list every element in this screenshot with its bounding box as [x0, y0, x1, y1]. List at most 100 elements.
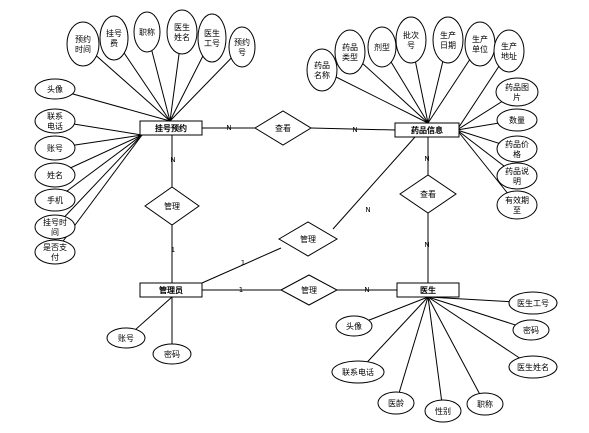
attribute-label-drug_info-4: 生产日期 [440, 30, 456, 50]
attribute-registration-0 [66, 21, 100, 67]
attribute-drug_info-0 [306, 48, 338, 92]
attribute-label-drug_info-9: 药品价格 [505, 139, 529, 159]
attribute-label-drug_info-11: 有效期至 [505, 195, 529, 215]
attribute-drug_info-11 [496, 190, 538, 220]
cardinality-reg-drug-left: N [226, 124, 231, 132]
attribute-drug_info-10 [496, 162, 538, 190]
attribute-registration-5 [228, 26, 256, 68]
attribute-label-registration-2: 职称 [139, 27, 155, 37]
cardinality-reg-admin-top: N [170, 156, 175, 164]
relationship-manage-drug [278, 221, 338, 257]
attribute-doctor-1 [331, 360, 385, 384]
attribute-admin-0 [106, 327, 146, 349]
attribute-doctor-3 [424, 399, 462, 423]
attribute-label-admin-1: 密码 [164, 349, 180, 359]
attribute-label-drug_info-2: 剂型 [374, 42, 390, 52]
attribute-label-registration-9: 姓名 [47, 170, 63, 180]
cardinality-doctor-drug-top: N [424, 155, 429, 163]
attribute-registration-11 [34, 214, 76, 240]
attribute-label-drug_info-0: 药品名称 [314, 60, 330, 80]
attribute-label-drug_info-1: 药品类型 [342, 42, 358, 62]
entity-doctor [396, 282, 460, 298]
attribute-label-registration-3: 医生姓名 [174, 22, 190, 42]
relationship-view-drug-label: 查看 [275, 123, 291, 133]
attribute-drug_info-2 [367, 26, 397, 68]
entity-admin-label: 管理员 [159, 285, 183, 295]
attribute-label-drug_info-6: 生产地址 [501, 41, 517, 61]
edge-registration-attr-10 [54, 134, 143, 201]
edge-doctor-attr-2 [395, 296, 429, 404]
attribute-label-doctor-1: 联系电话 [342, 367, 374, 377]
edge-doctor-attr-5 [427, 296, 534, 368]
cardinality-reg-drug-right: N [352, 126, 357, 134]
attribute-label-drug_info-7: 药品图片 [505, 82, 529, 102]
edge-doctor-attr-6 [427, 296, 532, 331]
attribute-doctor-2 [377, 391, 415, 415]
connector-lines [54, 31, 534, 412]
diagram-nodes: 预约时间挂号费职称医生姓名医生工号预约号头像联系电话账号姓名手机挂号时间是否支付… [34, 9, 558, 423]
attribute-registration-8 [34, 135, 76, 161]
relationship-manage-doctor [279, 274, 339, 306]
attribute-label-doctor-3: 性别 [435, 406, 451, 416]
edge-drug_info-attr-0 [321, 69, 429, 124]
entity-drug-info-label: 药品信息 [411, 125, 443, 135]
attribute-registration-1 [99, 15, 129, 61]
attribute-label-admin-0: 账号 [118, 334, 134, 343]
edge-manage3-to-drug [332, 136, 416, 230]
entity-doctor-label: 医生 [420, 285, 436, 295]
entity-registration-label: 挂号预约 [155, 123, 187, 133]
relationship-manage-drug-label: 管理 [300, 234, 316, 244]
relationship-manage-registration [144, 186, 200, 226]
attribute-label-registration-7: 联系电话 [47, 111, 63, 131]
edge-doctor-attr-3 [427, 296, 444, 412]
cardinality-admin-doctor-right: N [364, 286, 369, 294]
attribute-label-registration-12: 是否支付 [43, 242, 67, 262]
attribute-registration-12 [34, 239, 76, 265]
attribute-registration-6 [34, 78, 76, 100]
attribute-registration-10 [34, 188, 76, 212]
attribute-label-doctor-0: 头像 [346, 321, 362, 331]
edge-registration-attr-5 [169, 46, 243, 122]
attribute-doctor-6 [512, 319, 550, 341]
attribute-drug_info-9 [496, 135, 538, 163]
attribute-registration-7 [34, 108, 76, 134]
cardinality-admin-doctor-left: 1 [239, 286, 243, 294]
attribute-label-doctor-2: 医龄 [388, 398, 404, 408]
cardinality-doctor-drug-bottom: N [424, 241, 429, 249]
cardinality-reg-admin-bottom: 1 [171, 246, 175, 254]
attribute-doctor-5 [508, 355, 558, 379]
attribute-label-doctor-7: 医生工号 [517, 298, 549, 308]
attribute-doctor-7 [508, 291, 558, 315]
attribute-drug_info-7 [495, 77, 539, 107]
edge-registration-attr-11 [54, 134, 143, 228]
attribute-drug_info-4 [432, 16, 464, 64]
attribute-label-drug_info-10: 药品说明 [505, 166, 529, 186]
attribute-label-registration-0: 预约时间 [75, 34, 91, 54]
relationship-manage-doctor-label: 管理 [301, 285, 317, 295]
relationship-doctor-view-drug [399, 174, 457, 214]
attribute-label-doctor-5: 医生姓名 [517, 362, 549, 372]
edge-registration-attr-6 [54, 88, 171, 122]
attribute-label-registration-5: 预约号 [234, 37, 250, 57]
edge-doctor-attr-1 [357, 296, 429, 373]
attribute-drug_info-1 [334, 29, 366, 75]
edge-view-to-drug [310, 127, 396, 131]
attribute-doctor-0 [335, 315, 373, 337]
attribute-doctor-4 [466, 392, 504, 416]
attribute-registration-2 [133, 11, 161, 53]
attribute-drug_info-8 [496, 108, 538, 132]
cardinality-admin-drug-right: N [365, 206, 370, 214]
attribute-label-drug_info-8: 数量 [509, 115, 525, 125]
attribute-drug_info-6 [493, 29, 525, 73]
attribute-drug_info-3 [395, 16, 427, 64]
relationship-doctor-view-drug-label: 查看 [420, 189, 436, 199]
edge-doctor-attr-4 [427, 296, 486, 405]
attribute-label-registration-11: 挂号时间 [43, 217, 67, 237]
attribute-label-drug_info-3: 批次号 [403, 30, 419, 50]
attribute-label-doctor-6: 密码 [523, 325, 539, 335]
attribute-label-registration-8: 账号 [47, 144, 63, 153]
relationship-view-drug [254, 110, 312, 146]
edge-admin-to-manage3 [201, 247, 282, 284]
